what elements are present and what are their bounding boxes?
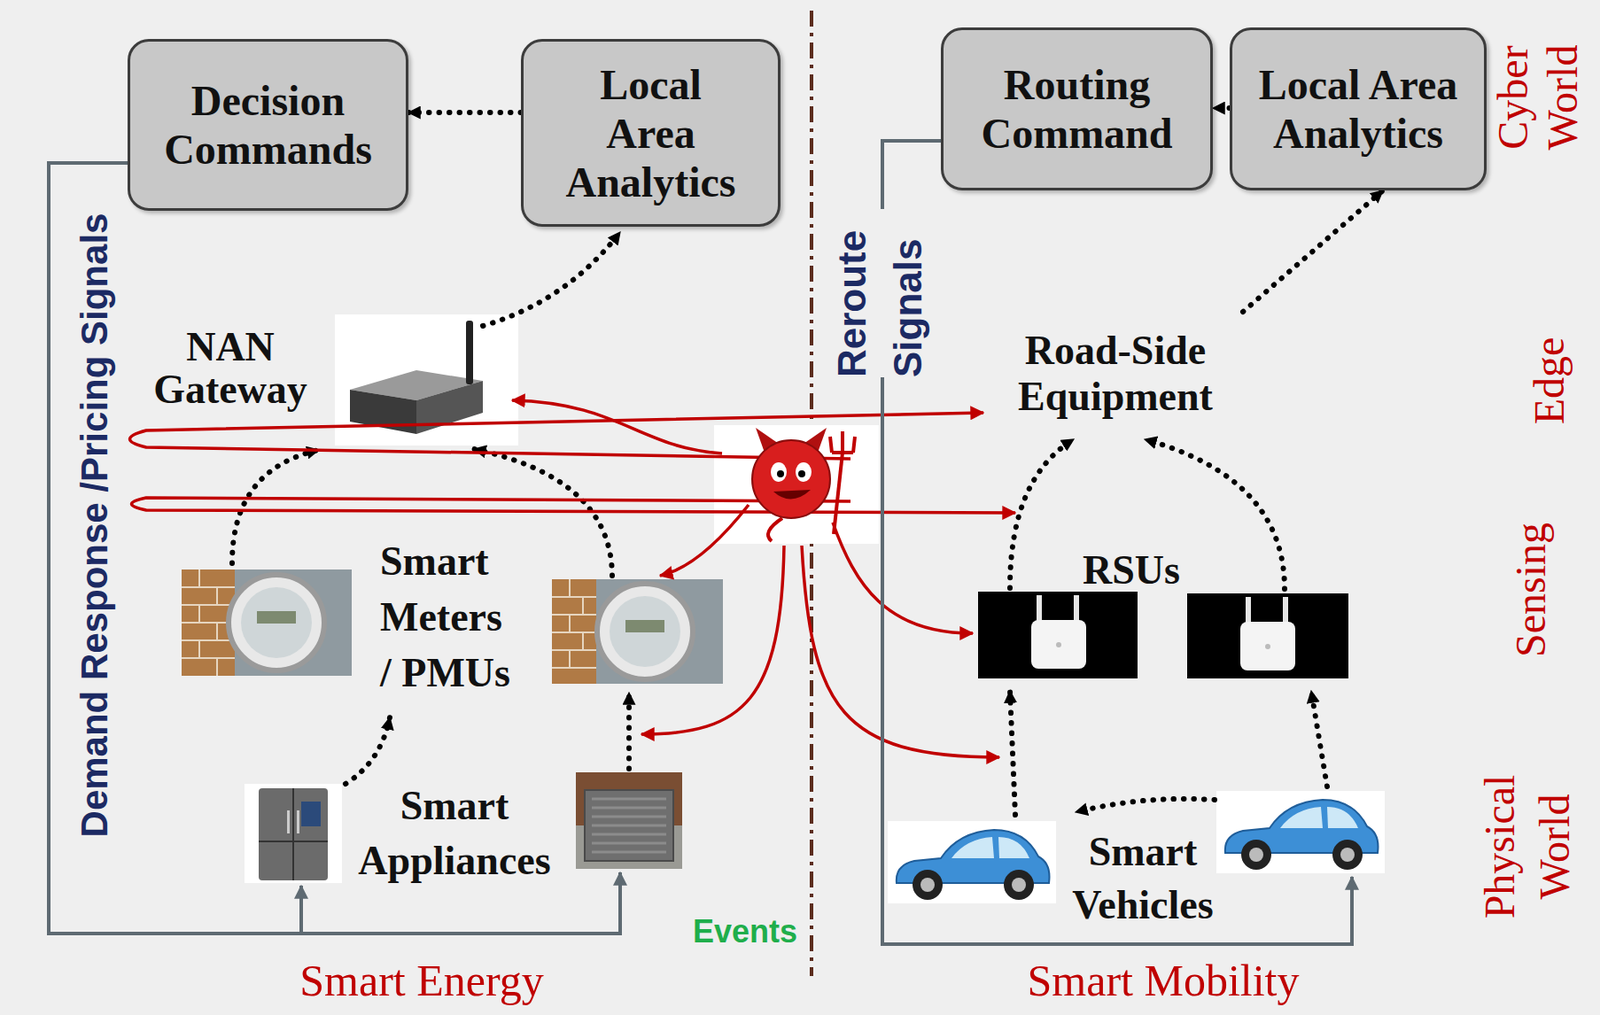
node-label: Smart Vehicles — [1032, 825, 1254, 933]
car-icon — [887, 821, 1057, 904]
annotation-label: Edge — [1524, 318, 1575, 443]
dotted-data-flow — [232, 232, 1328, 816]
node-label: Road-Side Equipment — [1000, 327, 1231, 420]
air-conditioner-icon — [575, 772, 683, 870]
node-label: Local Area Analytics — [558, 60, 745, 207]
signal-line — [882, 140, 1352, 945]
process-box: Local Area Analytics — [520, 38, 781, 227]
cylinder-body — [989, 311, 1243, 433]
device-cloud: Smart Vehicles — [831, 750, 1399, 957]
edge-label: Reroute Signals — [823, 209, 936, 378]
domain-divider — [809, 10, 814, 977]
band-label: Sensing — [1506, 501, 1556, 679]
layer-band-outline — [14, 489, 1597, 705]
smart-meter-icon — [181, 569, 352, 676]
dotted-arrow — [1242, 190, 1383, 312]
rsu-icon — [978, 591, 1138, 679]
band-outline — [15, 731, 1596, 959]
process-box: Routing Command — [940, 27, 1213, 191]
dotted-arrow — [1212, 105, 1230, 111]
car-icon — [1216, 791, 1385, 874]
node-label: Routing Command — [966, 60, 1189, 158]
process-box: Local Area Analytics — [1229, 27, 1487, 191]
attack-lines — [130, 400, 1017, 758]
device-cloud: Smart Appliances — [153, 745, 755, 957]
node-label: Decision Commands — [153, 76, 384, 174]
annotation-label: NAN Gateway — [146, 326, 315, 412]
annotation-label: Smart Energy — [262, 956, 582, 1005]
cloud-outline — [173, 747, 734, 956]
fridge-icon — [244, 784, 342, 884]
attacker-devil — [752, 427, 855, 542]
band-label: Physical World — [1472, 758, 1583, 936]
annotation-label: RSUs — [1073, 547, 1189, 594]
node-label: Local Area Analytics — [1242, 60, 1474, 158]
nan-gateway-icon — [334, 314, 519, 446]
node-label: Smart Appliances — [343, 778, 566, 889]
layer-band-outline — [14, 730, 1597, 960]
dotted-arrow — [408, 109, 521, 116]
annotation-label: Smart Mobility — [1003, 956, 1323, 1005]
cloud-outline — [853, 753, 1378, 953]
signal-line — [48, 163, 302, 934]
band-outline — [15, 12, 1596, 275]
process-box: Decision Commands — [127, 38, 409, 211]
cylinder-top — [989, 297, 1243, 327]
layer-band: Physical World Smart Appliances Smart Vehi… — [14, 730, 1597, 960]
database-cylinder: Road-Side Equipment — [987, 295, 1243, 435]
edge-label: Demand Response /Pricing Signals — [74, 197, 116, 854]
annotation-label: Events — [692, 914, 808, 950]
band-outline — [15, 491, 1596, 704]
rsu-icon — [1187, 593, 1349, 679]
layer-band: Cyber World Decision Commands Local Area A… — [14, 10, 1597, 276]
attacker-background — [714, 425, 879, 544]
annotation-label: Smart Meters / PMUs — [380, 533, 518, 701]
smart-meter-icon — [551, 579, 723, 684]
band-label: Cyber World — [1488, 22, 1588, 173]
layer-band: Sensing — [14, 489, 1597, 705]
